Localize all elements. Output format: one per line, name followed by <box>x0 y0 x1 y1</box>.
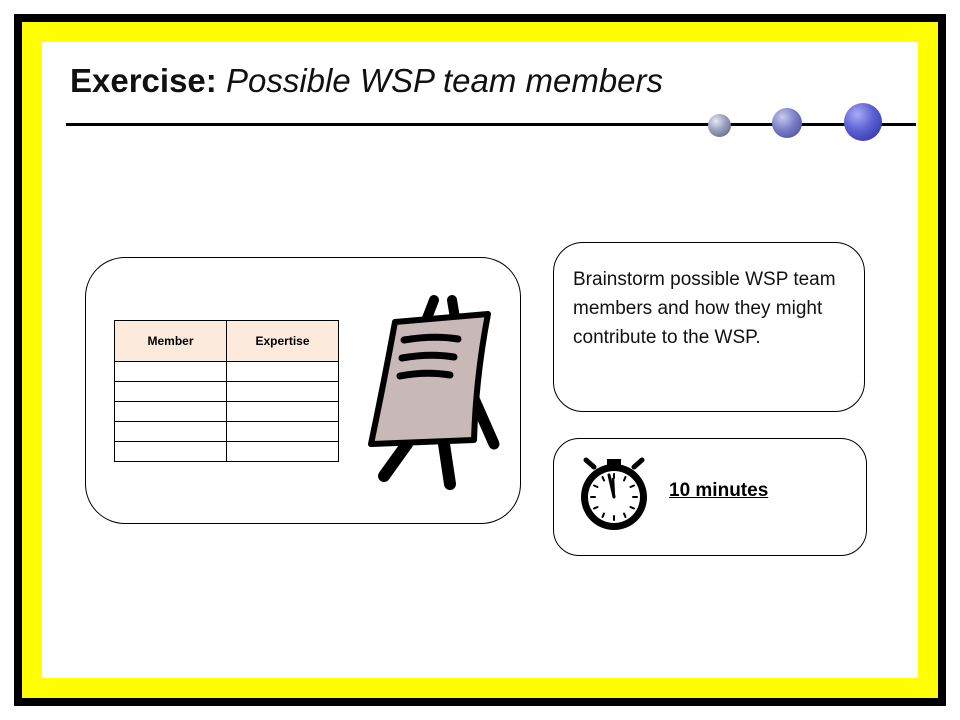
expertise-cell <box>226 381 339 402</box>
column-header-member: Member <box>114 320 227 362</box>
expertise-cell <box>226 401 339 422</box>
instruction-panel <box>553 242 865 412</box>
table-row <box>114 441 339 462</box>
expertise-cell <box>226 441 339 462</box>
member-cell <box>114 361 227 382</box>
member-cell <box>114 421 227 442</box>
members-table: Member Expertise <box>114 320 339 462</box>
expertise-cell <box>226 421 339 442</box>
stopwatch-icon <box>581 457 647 530</box>
title-divider <box>66 123 916 126</box>
column-header-expertise: Expertise <box>226 320 339 362</box>
title-topic: Possible WSP team members <box>225 62 664 99</box>
medium-dot-icon <box>772 108 802 138</box>
timer-duration-label: 10 minutes <box>669 480 769 501</box>
large-dot-icon <box>844 103 882 141</box>
table-row <box>114 381 339 402</box>
member-cell <box>114 401 227 422</box>
table-row <box>114 361 339 382</box>
small-dot-icon <box>708 114 731 137</box>
table-row <box>114 401 339 422</box>
table-row <box>114 421 339 442</box>
instruction-text: Brainstorm possible WSP team members and… <box>573 269 836 348</box>
title-prefix: Exercise: <box>70 62 217 99</box>
table-header-row: Member Expertise <box>114 320 339 362</box>
easel-icon <box>368 295 500 490</box>
page-title: Exercise: Possible WSP team members <box>70 58 663 104</box>
member-cell <box>114 441 227 462</box>
member-cell <box>114 381 227 402</box>
expertise-cell <box>226 361 339 382</box>
